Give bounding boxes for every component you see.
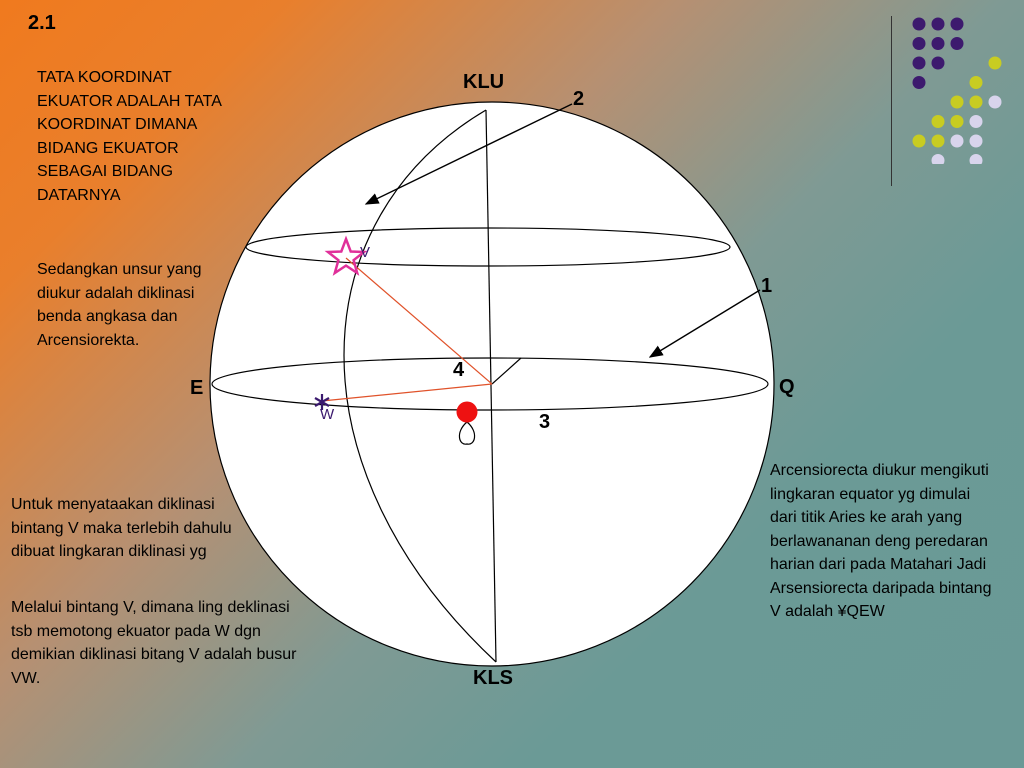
callout-3-label: 3 xyxy=(539,411,551,433)
declination-circle xyxy=(343,109,497,663)
decor-dot xyxy=(969,134,983,148)
south-pole-label: KLS xyxy=(473,667,513,689)
callout-1-label: 1 xyxy=(761,275,773,297)
point-w-label: W xyxy=(320,406,335,423)
decor-dot xyxy=(912,37,926,50)
point-w-line xyxy=(321,383,493,402)
decor-dot xyxy=(969,115,983,128)
decor-dot xyxy=(969,154,983,164)
pointer-arrow-1 xyxy=(648,289,761,358)
decor-dot xyxy=(969,95,983,109)
decor-dot xyxy=(912,17,926,31)
north-pole-label: KLU xyxy=(463,71,505,93)
callout-4-label: 4 xyxy=(453,359,465,381)
decor-dot xyxy=(912,76,926,89)
star-v-label: V xyxy=(360,244,371,261)
pointer-arrow-2 xyxy=(364,103,573,205)
decor-dot-grid xyxy=(912,17,1002,164)
decor-dot xyxy=(931,115,945,128)
right-ascension-text: Arcensiorecta diukur mengikuti lingkaran… xyxy=(770,462,992,620)
callout-2-label: 2 xyxy=(573,88,585,110)
decor-divider xyxy=(891,16,892,186)
star-v-icon xyxy=(324,235,368,276)
decor-dot xyxy=(950,37,964,50)
point-w-icon xyxy=(314,394,330,410)
decor-dot xyxy=(950,115,964,128)
decor-dot xyxy=(988,56,1002,70)
decor-dot xyxy=(950,17,964,31)
decor-dot xyxy=(912,134,926,148)
decor-dots xyxy=(912,17,1002,164)
definition-text: TATA KOORDINAT EKUATOR ADALAH TATA KOORD… xyxy=(37,69,222,204)
decor-dot xyxy=(969,76,983,89)
observer-icon xyxy=(456,401,478,445)
decor-dot xyxy=(931,56,945,70)
decor-dot xyxy=(988,95,1002,109)
star-v-line xyxy=(345,257,493,385)
decor-dot xyxy=(931,37,945,50)
measured-elements-text: Sedangkan unsur yang diukur adalah dikli… xyxy=(37,261,202,349)
decor-dot xyxy=(931,17,945,31)
declination-intro-text: Untuk menyataakan diklinasi bintang V ma… xyxy=(11,496,232,560)
slide-number: 2.1 xyxy=(28,12,56,34)
decor-dot xyxy=(950,95,964,109)
point-e-label: E xyxy=(190,377,204,399)
equator-radius-line xyxy=(491,357,522,385)
decor-dot xyxy=(912,56,926,70)
decor-dot xyxy=(931,154,945,164)
celestial-axis xyxy=(485,109,497,663)
decor-dot xyxy=(950,134,964,148)
declination-explanation-text: Melalui bintang V, dimana ling deklinasi… xyxy=(11,599,297,687)
point-q-label: Q xyxy=(779,376,795,398)
decor-dot xyxy=(931,134,945,148)
